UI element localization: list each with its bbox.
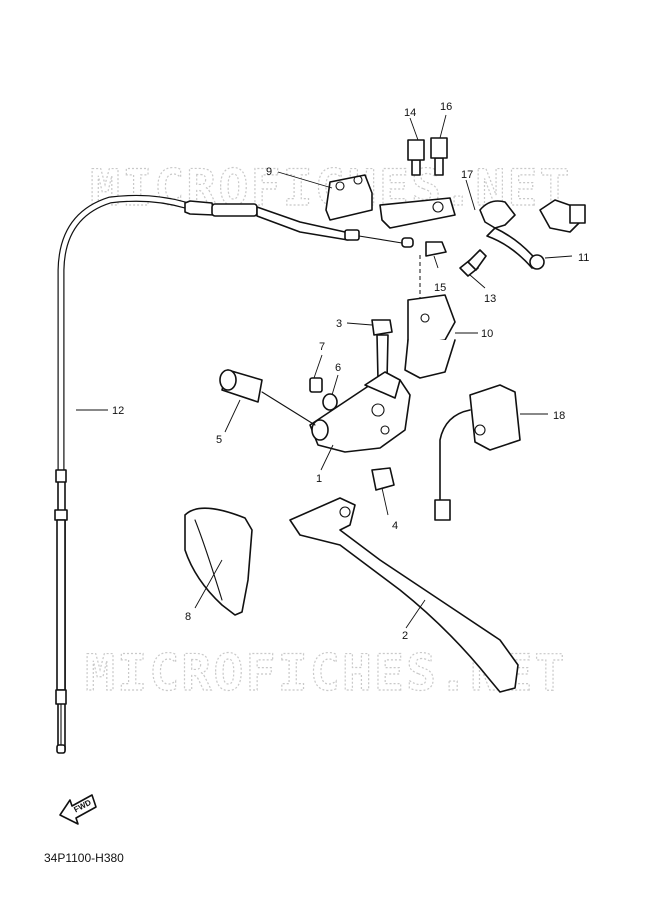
switch-18 [434,384,521,521]
bolt-14 [407,139,425,176]
callout-7: 7 [319,341,325,353]
lever-cover [184,507,253,616]
callout-14: 14 [404,107,416,119]
pivot-pin [219,369,316,426]
callout-6: 6 [335,362,341,374]
clutch-bracket [309,371,411,453]
callout-5: 5 [216,434,222,446]
washer-6 [322,393,338,411]
callout-17: 17 [461,169,473,181]
callout-10: 10 [481,328,493,340]
adjuster-lever [479,199,586,270]
callout-3: 3 [336,318,342,330]
callout-8: 8 [185,611,191,623]
callout-12: 12 [112,405,124,417]
nut-15 [425,241,447,257]
callout-13: 13 [484,293,496,305]
callout-18: 18 [553,410,565,422]
leader-lines [76,114,573,629]
callout-15: 15 [434,282,446,294]
bolt-16 [430,137,448,176]
callout-11: 11 [578,252,589,264]
nut-7 [309,377,323,393]
bolt-3 [371,319,393,381]
callout-16: 16 [440,101,452,113]
fwd-arrow-icon: FWD [59,794,97,825]
clutch-lever [289,497,519,693]
clutch-cable [54,194,414,754]
lever-holder-top [325,174,456,229]
bolt-13 [459,249,487,277]
lever-holder-body [404,294,456,379]
callout-9: 9 [266,166,272,178]
diagram-code: 34P1100-H380 [44,851,124,865]
callout-1: 1 [316,473,322,485]
callout-4: 4 [392,520,398,532]
callout-2: 2 [402,630,408,642]
nut-4 [371,467,395,491]
